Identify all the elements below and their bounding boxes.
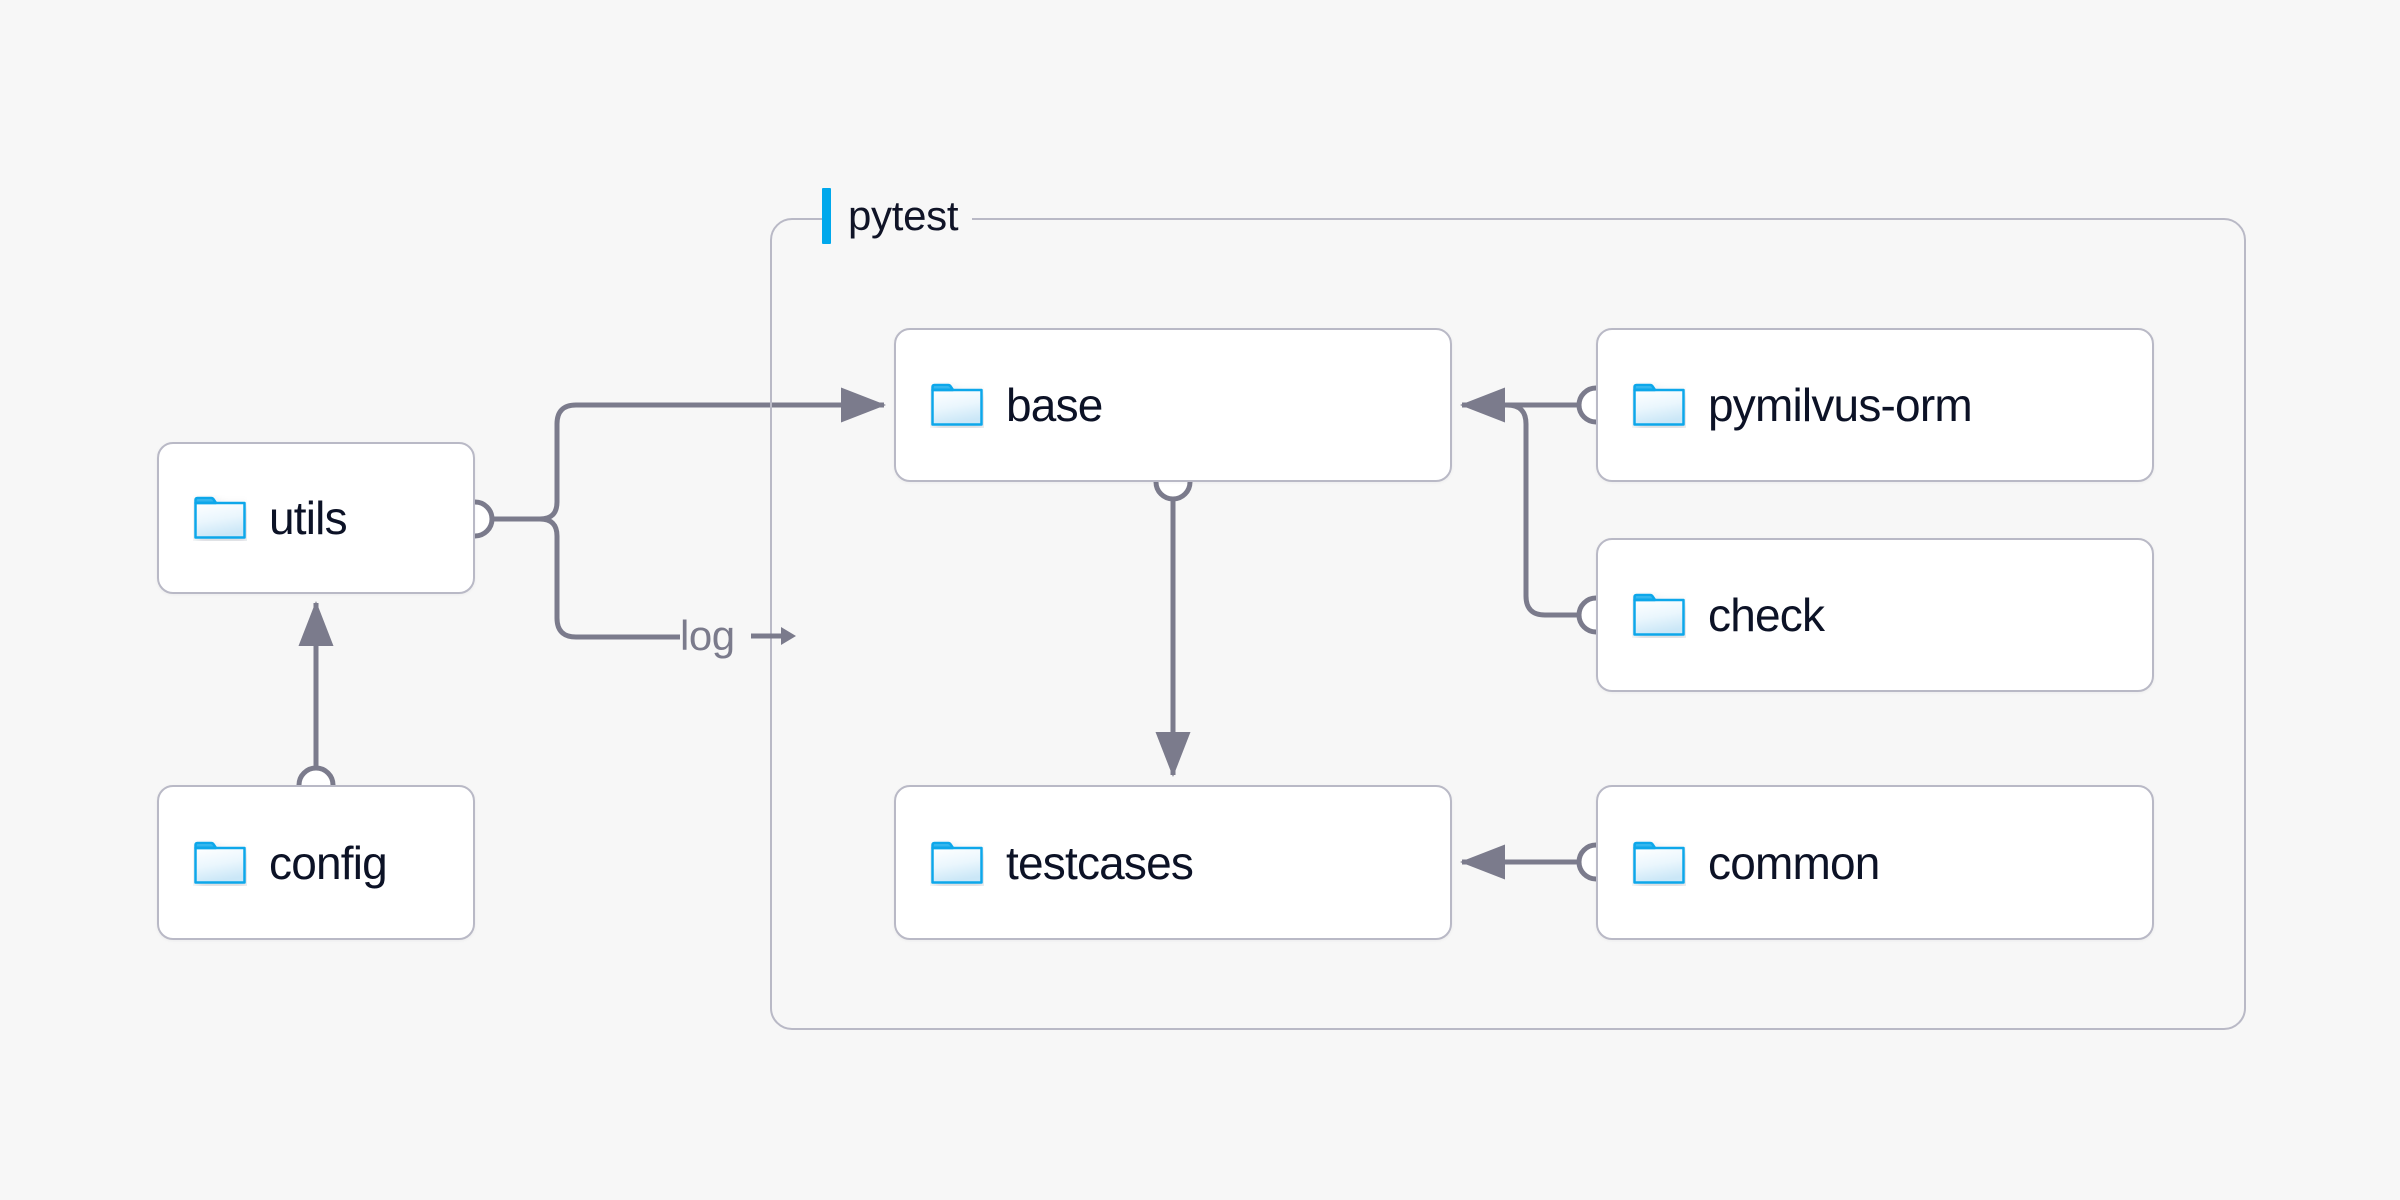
group-label-text: pytest bbox=[848, 192, 959, 239]
folder-icon bbox=[194, 496, 246, 539]
node-label-pymilvus-orm: pymilvus-orm bbox=[1708, 379, 1973, 431]
node-label-utils: utils bbox=[269, 492, 348, 544]
node-utils[interactable]: utils bbox=[157, 442, 475, 594]
folder-icon bbox=[1633, 841, 1685, 884]
edge-config-to-utils bbox=[296, 601, 336, 805]
edge-label-log-text: log bbox=[680, 612, 735, 659]
folder-icon bbox=[194, 841, 246, 884]
accent-bar-icon bbox=[822, 188, 831, 244]
node-label-common: common bbox=[1708, 836, 1880, 889]
node-pymilvus-orm[interactable]: pymilvus-orm bbox=[1596, 328, 2154, 482]
node-label-config: config bbox=[269, 836, 388, 889]
node-testcases[interactable]: testcases bbox=[894, 785, 1452, 940]
folder-icon bbox=[1633, 383, 1685, 426]
group-label-pytest: pytest bbox=[822, 187, 973, 245]
node-label-check: check bbox=[1708, 589, 1825, 641]
arrow-right-icon bbox=[750, 627, 796, 645]
node-label-base: base bbox=[1006, 379, 1103, 431]
node-check[interactable]: check bbox=[1596, 538, 2154, 692]
edge-label-log: log bbox=[680, 615, 797, 657]
node-base[interactable]: base bbox=[894, 328, 1452, 482]
folder-icon bbox=[931, 383, 983, 426]
node-common[interactable]: common bbox=[1596, 785, 2154, 940]
node-label-testcases: testcases bbox=[1006, 836, 1194, 889]
folder-icon bbox=[1633, 593, 1685, 636]
group-box-pytest bbox=[770, 218, 2246, 1030]
node-config[interactable]: config bbox=[157, 785, 475, 940]
folder-icon bbox=[931, 841, 983, 884]
